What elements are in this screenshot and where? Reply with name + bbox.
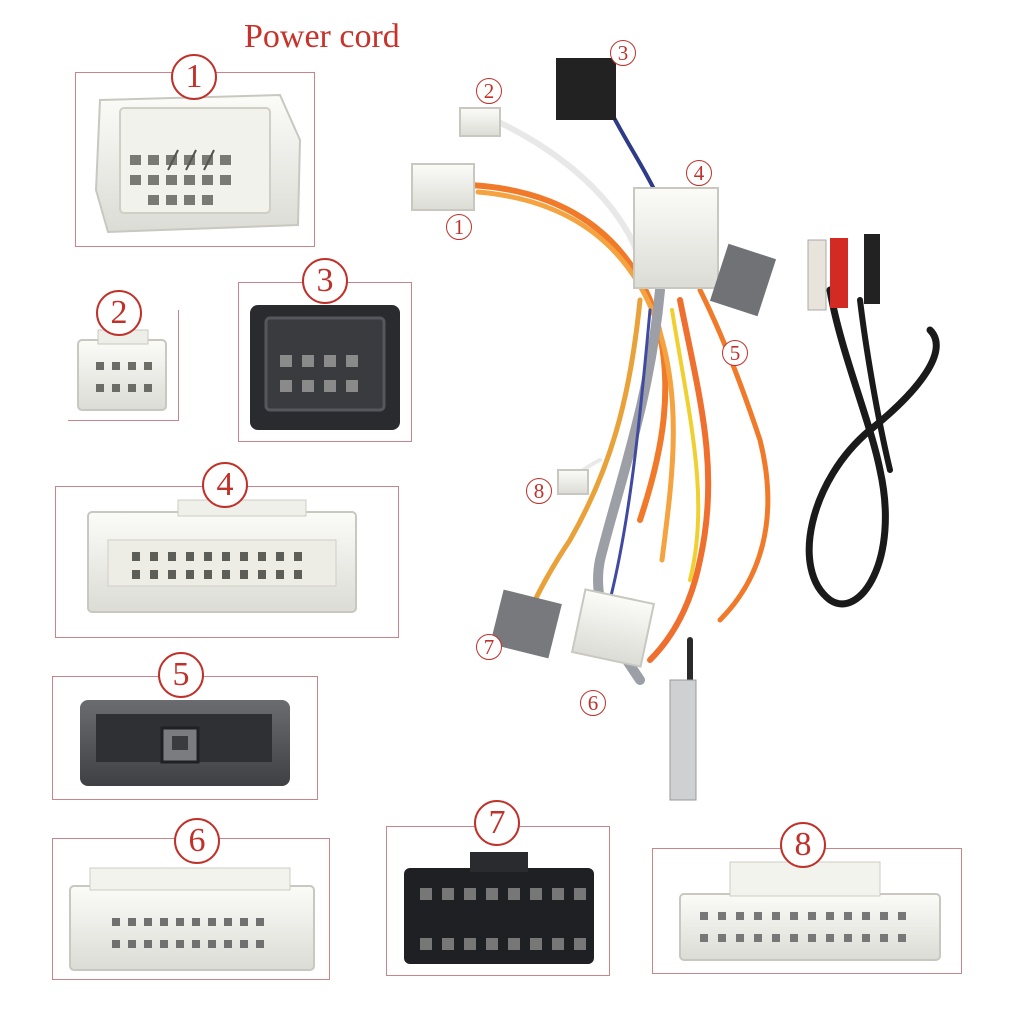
connector-2-number: 2 [96, 290, 142, 336]
harness-plug-1 [411, 163, 475, 211]
harness-plug-8 [557, 469, 589, 495]
connector-3-image [250, 305, 400, 430]
connector-6-image [69, 867, 315, 971]
harness-plug-7 [490, 589, 562, 659]
connector-5-number: 5 [158, 652, 204, 698]
page-title: Power cord [244, 18, 400, 55]
antenna-plug [669, 679, 697, 801]
connector-8-number: 8 [780, 822, 826, 868]
connector-1-image [94, 93, 302, 234]
harness-plug-2 [459, 107, 501, 137]
harness-label-8: 8 [526, 478, 552, 504]
harness-label-5: 5 [722, 340, 748, 366]
connector-7-image [404, 852, 594, 964]
harness-plug-5 [709, 243, 777, 317]
connector-4-image [87, 499, 357, 613]
harness-label-1: 1 [446, 214, 472, 240]
harness-plug-4 [633, 187, 719, 289]
connector-4-number: 4 [202, 462, 248, 508]
harness-plug-3 [556, 58, 616, 120]
rca-red-plug [830, 238, 848, 308]
harness-label-2: 2 [476, 78, 502, 104]
connector-8-image [679, 861, 941, 961]
rca-white-plug [807, 239, 827, 311]
harness-label-4: 4 [686, 160, 712, 186]
connector-7-number: 7 [474, 800, 520, 846]
harness-label-3: 3 [610, 40, 636, 66]
connector-5-image [80, 700, 290, 786]
aux-plug [864, 234, 880, 304]
harness-label-6: 6 [580, 690, 606, 716]
wire-harness-image [467, 108, 940, 793]
connector-3-number: 3 [302, 258, 348, 304]
connector-6-number: 6 [174, 818, 220, 864]
harness-plug-6 [570, 588, 656, 668]
connector-1-number: 1 [171, 54, 217, 100]
harness-label-7: 7 [476, 634, 502, 660]
connector-2-image [77, 329, 167, 411]
